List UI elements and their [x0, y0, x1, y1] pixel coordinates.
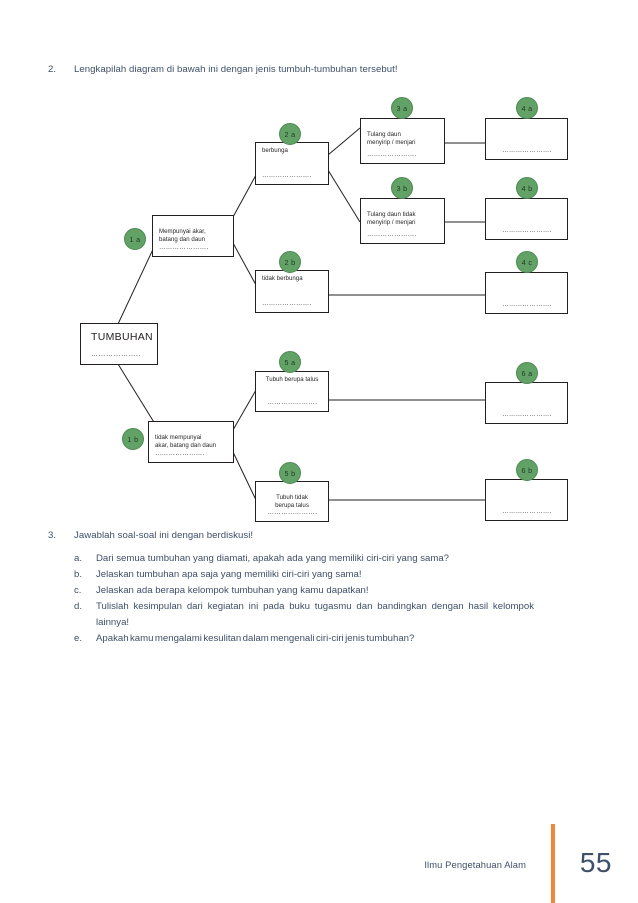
node-blank-6a: ………………….: [485, 382, 568, 424]
node-blank-4b-dots: ………………….: [502, 226, 552, 234]
node-tulang-daun-menyirip-label: Tulang daun menyirip / menjari: [367, 131, 416, 147]
badge-5a: 5 a: [279, 351, 301, 373]
question-2-text: Lengkapilah diagram di bawah ini dengan …: [74, 64, 398, 75]
badge-3a: 3 a: [391, 97, 413, 119]
badge-6a: 6 a: [516, 362, 538, 384]
node-blank-4b: ………………….: [485, 198, 568, 240]
node-berbunga: berbunga ………………….: [255, 142, 329, 185]
node-tidak-berbunga-dots: ………………….: [262, 299, 312, 307]
node-mempunyai-akar-dots: ………………….: [159, 243, 209, 251]
node-tumbuhan-label: TUMBUHAN: [91, 331, 153, 343]
footer-page-number: 55: [579, 847, 612, 878]
connector-1a-to-2a: [232, 174, 257, 218]
question-3-item-c: c. Jelaskan ada berapa kelompok tumbuhan…: [74, 583, 534, 599]
question-3: 3. Jawablah soal-soal ini dengan berdisk…: [48, 530, 548, 541]
node-tulang-daun-tidak-menyirip-label: Tulang daun tidak menyirip / menjari: [367, 211, 416, 227]
connector-2a-to-3a: [327, 127, 361, 156]
badge-4b: 4 b: [516, 177, 538, 199]
node-tidak-mempunyai-akar: tidak mempunyai akar, batang dan daun ………: [148, 421, 234, 463]
node-tulang-daun-menyirip-dots: ………………….: [367, 150, 417, 158]
node-blank-4a-dots: ………………….: [502, 146, 552, 154]
question-3-item-d-letter: d.: [74, 601, 83, 612]
node-tubuh-tidak-berupa-talus: Tubuh tidak berupa talus ………………….: [255, 481, 329, 522]
question-2: 2. Lengkapilah diagram di bawah ini deng…: [48, 64, 568, 75]
node-tidak-mempunyai-akar-label: tidak mempunyai akar, batang dan daun: [155, 434, 217, 450]
connector-1a-to-2b: [232, 242, 257, 286]
badge-2b: 2 b: [279, 251, 301, 273]
node-tubuh-berupa-talus: Tubuh berupa talus ………………….: [255, 371, 329, 412]
node-blank-6a-dots: ………………….: [502, 410, 552, 418]
node-tulang-daun-tidak-menyirip: Tulang daun tidak menyirip / menjari …………: [360, 198, 445, 244]
connector-1b-to-5a: [232, 389, 257, 431]
question-3-item-e: e. Apakah kamu mengalami kesulitan dalam…: [74, 631, 534, 647]
badge-5b: 5 b: [279, 462, 301, 484]
node-tubuh-berupa-talus-label: Tubuh berupa talus: [265, 376, 319, 383]
badge-3b: 3 b: [391, 177, 413, 199]
question-3-item-a-text: Dari semua tumbuhan yang diamati, apakah…: [96, 553, 450, 564]
badge-4c: 4 c: [516, 251, 538, 273]
node-tulang-daun-tidak-menyirip-dots: ………………….: [367, 230, 417, 238]
node-tumbuhan: TUMBUHAN ………………..: [80, 323, 158, 365]
node-blank-6b: ………………….: [485, 479, 568, 521]
badge-2a: 2 a: [279, 123, 301, 145]
page-footer: Ilmu Pengetahuan Alam 55: [0, 824, 638, 903]
node-blank-4c: ………………….: [485, 272, 568, 314]
question-3-item-e-letter: e.: [74, 633, 83, 644]
node-blank-4c-dots: ………………….: [502, 300, 552, 308]
connector-root-to-1a: [117, 244, 156, 325]
badge-6b: 6 b: [516, 459, 538, 481]
question-3-item-a-letter: a.: [74, 553, 83, 564]
question-3-text: Jawablah soal-soal ini dengan berdiskusi…: [74, 530, 254, 541]
badge-4a: 4 a: [516, 97, 538, 119]
question-3-item-b-text: Jelaskan tumbuhan apa saja yang memiliki…: [96, 569, 362, 580]
node-tidak-berbunga-label: tidak berbunga: [262, 275, 303, 282]
node-blank-6b-dots: ………………….: [502, 507, 552, 515]
question-3-item-a: a. Dari semua tumbuhan yang diamati, apa…: [74, 551, 534, 567]
question-3-item-b-letter: b.: [74, 569, 83, 580]
node-berbunga-dots: ………………….: [262, 171, 312, 179]
node-tubuh-tidak-berupa-talus-dots: ………………….: [267, 508, 318, 516]
badge-1a: 1 a: [124, 228, 146, 250]
node-tumbuhan-dots: ………………..: [91, 350, 141, 358]
footer-divider-rule: [551, 824, 555, 903]
connector-1b-to-5b: [232, 451, 257, 501]
node-berbunga-label: berbunga: [262, 147, 288, 154]
question-3-item-e-text: Apakah kamu mengalami kesulitan dalam me…: [96, 633, 415, 644]
node-tulang-daun-menyirip: Tulang daun menyirip / menjari ………………….: [360, 118, 445, 164]
question-2-number: 2.: [48, 64, 57, 75]
node-tidak-mempunyai-akar-dots: ………………….: [155, 449, 205, 457]
question-3-item-d-text: Tulislah kesimpulan dari kegiatan ini pa…: [96, 601, 534, 628]
question-3-item-d: d. Tulislah kesimpulan dari kegiatan ini…: [74, 599, 534, 631]
node-tidak-berbunga: tidak berbunga ………………….: [255, 270, 329, 313]
node-mempunyai-akar-label: Mempunyai akar, batang dan daun: [159, 228, 206, 244]
question-3-item-c-letter: c.: [74, 585, 82, 596]
footer-subject-label: Ilmu Pengetahuan Alam: [424, 859, 526, 870]
node-tubuh-tidak-berupa-talus-label: Tubuh tidak berupa talus: [275, 494, 309, 510]
question-3-item-c-text: Jelaskan ada berapa kelompok tumbuhan ya…: [96, 585, 369, 596]
question-3-number: 3.: [48, 530, 57, 541]
connector-2a-to-3b: [327, 169, 361, 223]
node-tubuh-berupa-talus-dots: ………………….: [267, 398, 318, 406]
node-mempunyai-akar: Mempunyai akar, batang dan daun ………………….: [152, 215, 234, 257]
question-3-subitems: a. Dari semua tumbuhan yang diamati, apa…: [74, 551, 534, 647]
question-3-item-b: b. Jelaskan tumbuhan apa saja yang memil…: [74, 567, 534, 583]
badge-1b: 1 b: [122, 428, 144, 450]
node-blank-4a: ………………….: [485, 118, 568, 160]
